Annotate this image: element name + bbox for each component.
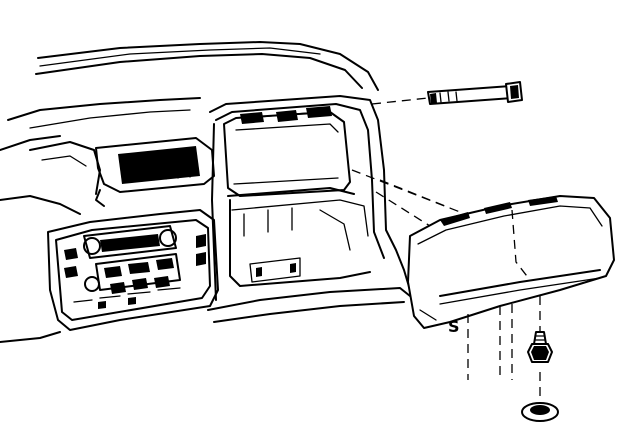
inflator-module-cover	[407, 195, 615, 329]
center-air-vent	[95, 137, 215, 207]
inflator-module	[223, 106, 351, 197]
callout-mark-label: S	[448, 317, 460, 336]
radio-climate-control-panel	[47, 209, 219, 331]
instrument-panel-lower	[0, 141, 411, 343]
instrument-panel-top	[0, 41, 379, 151]
glove-box-opening	[209, 95, 411, 301]
grommet	[521, 402, 559, 422]
mounting-bolt	[371, 81, 523, 105]
alignment-guide-lines	[351, 169, 461, 227]
retaining-nut	[527, 331, 553, 363]
